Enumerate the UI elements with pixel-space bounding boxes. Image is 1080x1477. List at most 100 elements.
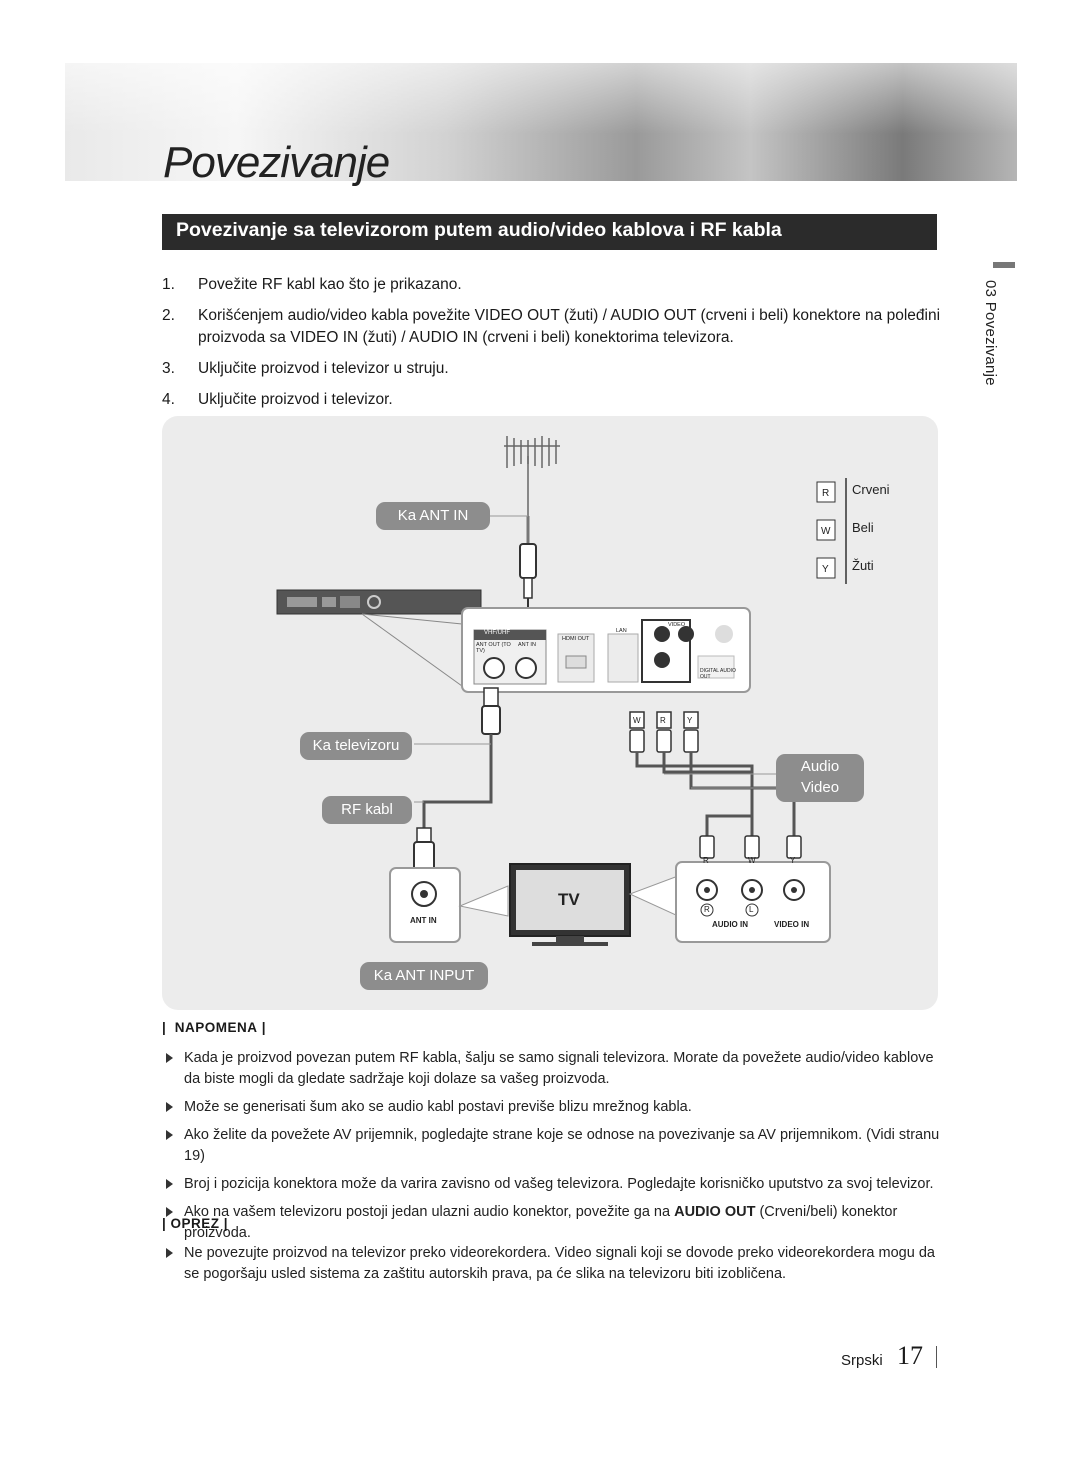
connection-diagram: Ka ANT IN Ka televizoru RF kabl Ka ANT I… [162, 416, 938, 1010]
note-item-text-pre: Ako na vašem televizoru postoji jedan ul… [184, 1204, 675, 1220]
tv-av-panel [628, 861, 831, 943]
note-bar-right: | [257, 1020, 267, 1035]
plug-letter: R [660, 716, 666, 725]
bluray-player [276, 589, 482, 615]
tv-plug-letter: W [748, 856, 756, 865]
step-4: 4. Uključite proizvod i televizor. [162, 389, 942, 411]
plug-letter: Y [687, 716, 693, 725]
tv-audio-in-label: AUDIO IN [712, 920, 748, 929]
diagram-svg [276, 436, 847, 946]
note-item-text: Ako želite da povežete AV prijemnik, pog… [184, 1127, 940, 1164]
label-to-tv: Ka televizoru [300, 732, 412, 760]
plug-letter: W [633, 716, 641, 725]
legend-yellow: Žuti [852, 558, 874, 573]
note-item-text-post: (Crveni/beli) konektor proizvoda. [184, 1204, 898, 1241]
note-heading-text: NAPOMENA [174, 1020, 258, 1035]
label-tv: TV [558, 890, 580, 909]
step-number: 4. [162, 391, 175, 408]
note-list: Kada je proizvod povezan putem RF kabla,… [162, 1048, 942, 1251]
step-text-bold: VIDEO OUT (žuti) / AUDIO OUT (crveni i b… [474, 307, 789, 324]
av-plugs-tv [699, 835, 802, 859]
panel-lan: LAN [616, 628, 627, 634]
caution-bar-left: | [162, 1216, 171, 1231]
note-item: Kada je proizvod povezan putem RF kabla,… [162, 1048, 942, 1090]
tv-plug-letter: R [703, 856, 709, 865]
step-2: 2. Korišćenjem audio/video kabla povežit… [162, 305, 942, 349]
step-text-pre: Korišćenjem audio/video kabla povežite [198, 307, 475, 324]
step-3: 3. Uključite proizvod i televizor u stru… [162, 358, 942, 380]
label-video: Video [800, 779, 840, 796]
step-1: 1. Povežite RF kabl kao što je prikazano… [162, 274, 942, 296]
footer-language: Srpski [841, 1352, 883, 1369]
back-panel [461, 607, 751, 693]
panel-hdmi-out: HDMI OUT [562, 636, 590, 642]
footer-divider [936, 1346, 937, 1368]
legend-red: Crveni [852, 482, 890, 497]
rf-plug-top [519, 543, 537, 611]
label-to-ant-in: Ka ANT IN [376, 502, 490, 530]
rf-plug-tv [413, 827, 435, 871]
label-rf-cable: RF kabl [322, 796, 412, 824]
panel-ant-out: ANT OUT (TO TV) [476, 642, 511, 654]
label-audio-video: Audio Video [776, 754, 864, 802]
note-item: Može se generisati šum ako se audio kabl… [162, 1097, 942, 1118]
legend-letter: W [821, 526, 831, 537]
tv-ant-in-label: ANT IN [410, 916, 437, 925]
panel-digital-audio-out: DIGITAL AUDIO OUT [700, 668, 736, 680]
step-text-bold: VIDEO IN (žuti) / AUDIO IN (crveni i bel… [290, 329, 571, 346]
note-item: Broj i pozicija konektora može da varira… [162, 1174, 942, 1195]
bullet-arrow-icon [166, 1130, 173, 1140]
note-item: Ako želite da povežete AV prijemnik, pog… [162, 1125, 942, 1167]
section-bar [162, 214, 937, 250]
legend-letter: R [822, 488, 830, 499]
step-text: Povežite RF kabl kao što je prikazano. [198, 276, 462, 293]
panel-video: VIDEO [668, 622, 686, 628]
note-heading: | NAPOMENA | [162, 1020, 266, 1035]
note-item-text-bold: AUDIO OUT [674, 1204, 756, 1220]
steps-list: 1. Povežite RF kabl kao što je prikazano… [162, 274, 942, 420]
section-title: Povezivanje sa televizorom putem audio/v… [176, 219, 782, 241]
bullet-arrow-icon [166, 1053, 173, 1063]
tv-plug-letter: Y [790, 856, 796, 865]
note-item-text: Broj i pozicija konektora može da varira… [184, 1176, 934, 1192]
step-text-post: konektorima televizora. [570, 329, 734, 346]
tv-r-label: R [704, 905, 710, 914]
av-plugs-player [629, 711, 699, 753]
panel-vhf-uhf: VHF/UHF [484, 630, 510, 636]
caution-bar-right: | [219, 1216, 229, 1231]
rf-plug-bottom [481, 687, 501, 735]
label-to-ant-input: Ka ANT INPUT [360, 962, 488, 990]
step-text-mid: konektore na poleđini proizvoda sa [198, 307, 941, 346]
step-number: 1. [162, 276, 175, 293]
caution-heading-text: OPREZ [170, 1216, 220, 1231]
note-bar-left: | [162, 1020, 175, 1035]
note-item: Ako na vašem televizoru postoji jedan ul… [162, 1202, 942, 1244]
caution-list: Ne povezujte proizvod na televizor preko… [162, 1243, 942, 1292]
tv-ant-in-panel [389, 867, 509, 943]
step-text: Uključite proizvod i televizor u struju. [198, 360, 449, 377]
bullet-arrow-icon [166, 1102, 173, 1112]
note-item-text: Kada je proizvod povezan putem RF kabla,… [184, 1050, 934, 1087]
tv-l-label: L [749, 905, 754, 914]
label-audio: Audio [800, 758, 840, 775]
step-text: Uključite proizvod i televizor. [198, 391, 393, 408]
caution-heading: | OPREZ | [162, 1216, 228, 1231]
side-tab-marker [993, 262, 1015, 268]
page-number: 17 [897, 1341, 923, 1370]
side-tab-label: 03 Povezivanje [982, 280, 999, 386]
panel-ant-in: ANT IN [518, 642, 536, 648]
bullet-arrow-icon [166, 1207, 173, 1217]
tv-icon [509, 863, 631, 946]
caution-item-text: Ne povezujte proizvod na televizor preko… [184, 1245, 935, 1282]
caution-item: Ne povezujte proizvod na televizor preko… [162, 1243, 942, 1285]
step-number: 2. [162, 307, 175, 324]
note-item-text: Može se generisati šum ako se audio kabl… [184, 1099, 692, 1115]
legend-white: Beli [852, 520, 874, 535]
bullet-arrow-icon [166, 1248, 173, 1258]
tv-video-in-label: VIDEO IN [774, 920, 810, 929]
bullet-arrow-icon [166, 1179, 173, 1189]
step-number: 3. [162, 360, 175, 377]
antenna-icon [504, 436, 560, 516]
legend-letter: Y [822, 564, 829, 575]
header-banner [65, 63, 1017, 181]
